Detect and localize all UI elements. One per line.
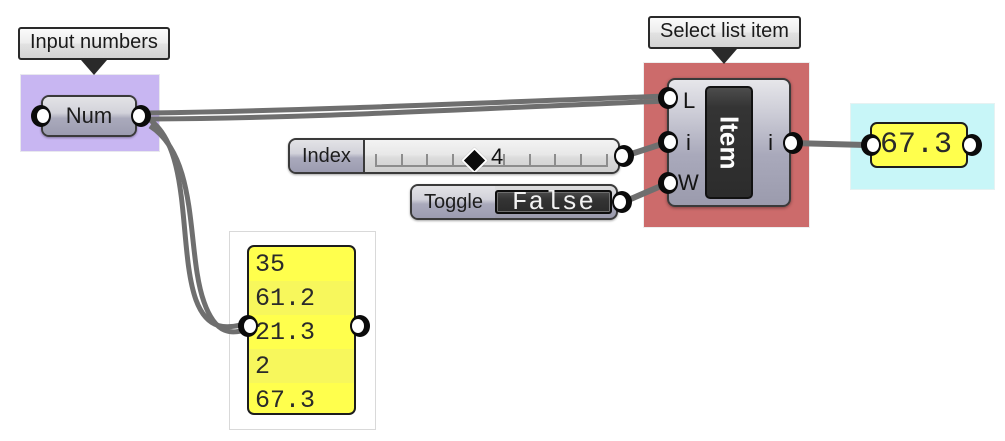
index-slider[interactable]: Index 4 bbox=[288, 138, 620, 174]
toggle-widget[interactable]: Toggle False bbox=[410, 184, 618, 220]
list-panel-output-nub[interactable] bbox=[350, 315, 370, 337]
slider-baseline bbox=[374, 165, 608, 167]
slider-grip-handle[interactable] bbox=[461, 147, 488, 172]
port-label-wrap: W bbox=[678, 170, 699, 195]
panel-row: 2 bbox=[249, 349, 354, 383]
list-input-nub[interactable] bbox=[658, 87, 678, 109]
toggle-value[interactable]: False bbox=[494, 187, 612, 217]
index-slider-track[interactable]: 4 bbox=[362, 140, 618, 172]
callout-select-list-item-label: Select list item bbox=[648, 16, 801, 49]
component-core: Item bbox=[705, 86, 753, 199]
list-panel-input-nub[interactable] bbox=[238, 315, 258, 337]
component-name: Item bbox=[714, 115, 745, 170]
toggle-output-nub[interactable] bbox=[612, 191, 632, 213]
callout-input-numbers: Input numbers bbox=[18, 27, 170, 73]
panel-row: 67.3 bbox=[255, 385, 316, 415]
list-value-panel[interactable]: 35 61.2 21.3 2 67.3 bbox=[247, 245, 356, 415]
panel-row: 35 bbox=[255, 249, 286, 279]
item-output-nub[interactable] bbox=[783, 132, 803, 154]
num-param-label: Num bbox=[43, 97, 135, 135]
callout-tail-icon bbox=[711, 47, 738, 62]
slider-ruler bbox=[374, 154, 608, 167]
callout-tail-icon bbox=[80, 58, 107, 73]
port-label-item-output: i bbox=[768, 130, 773, 155]
num-param-output-nub[interactable] bbox=[131, 105, 151, 127]
callout-input-numbers-label: Input numbers bbox=[18, 27, 170, 60]
select-list-item-component[interactable]: Item L i W i bbox=[667, 78, 791, 207]
slider-value-text: 4 bbox=[490, 144, 504, 169]
result-panel-output-nub[interactable] bbox=[962, 134, 982, 156]
result-value-panel[interactable]: 67.3 bbox=[870, 122, 968, 168]
index-slider-output-nub[interactable] bbox=[614, 145, 634, 167]
panel-row: 21.3 bbox=[255, 317, 316, 347]
index-slider-label: Index bbox=[290, 140, 363, 172]
result-panel-input-nub[interactable] bbox=[861, 134, 881, 156]
index-input-nub[interactable] bbox=[658, 131, 678, 153]
callout-select-list-item: Select list item bbox=[648, 16, 801, 62]
num-param-input-nub[interactable] bbox=[31, 105, 51, 127]
wrap-input-nub[interactable] bbox=[658, 172, 678, 194]
toggle-label: Toggle bbox=[412, 186, 495, 218]
num-param-capsule[interactable]: Num bbox=[41, 95, 137, 137]
panel-row: 61.2 bbox=[249, 281, 354, 315]
port-label-list: L bbox=[683, 88, 696, 113]
port-label-index: i bbox=[686, 130, 691, 155]
